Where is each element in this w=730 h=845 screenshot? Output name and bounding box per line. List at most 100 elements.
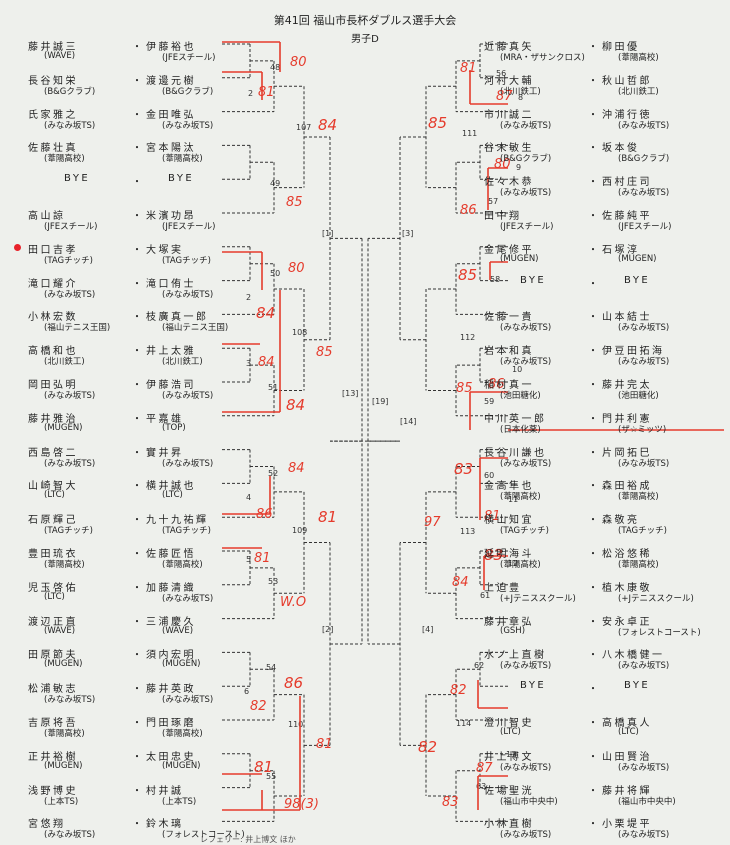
player-1-club: (福山市中央中) <box>500 795 558 807</box>
separator-dot: ・ <box>588 106 601 121</box>
player-1-club: (MRA・ザサンクロス) <box>500 51 585 63</box>
player-1-club: (日本化薬) <box>500 423 541 435</box>
separator-dot: ・ <box>132 173 145 188</box>
player-1-club: (みなみ坂TS) <box>44 828 95 840</box>
player-1-club: (葦陽高校) <box>44 727 85 739</box>
player-2-club: (MUGEN) <box>162 761 201 771</box>
left-entry: 豊田琉衣・佐藤匠悟(葦陽高校)(葦陽高校) <box>28 545 268 575</box>
player-1-club: (JFEスチール) <box>500 220 553 232</box>
player-2-club: (葦陽高校) <box>618 558 659 570</box>
player-1-name: BYE <box>520 275 546 286</box>
player-2-club: (福山市中央中) <box>618 795 676 807</box>
player-1-club: (みなみ坂TS) <box>500 119 551 131</box>
player-1-club: (MUGEN) <box>500 254 539 264</box>
player-1-club: (TAGチッチ) <box>44 254 93 266</box>
match-number: 111 <box>462 129 477 138</box>
player-2-club: (みなみ坂TS) <box>618 828 669 840</box>
player-1-club: (北川鉄工) <box>500 85 541 97</box>
left-entry: 山崎智大・横井誠也(LTC)(LTC) <box>28 477 268 507</box>
player-1-club: (福山テニス王国) <box>44 321 110 333</box>
match-number: 110 <box>288 720 303 729</box>
player-2-club: (みなみ坂TS) <box>618 761 669 773</box>
separator-dot: ・ <box>588 511 601 526</box>
match-number: 113 <box>460 527 475 536</box>
left-entry: 石原輝己・九十九祐輝(TAGチッチ)(TAGチッチ) <box>28 511 268 541</box>
separator-dot: ・ <box>588 815 601 830</box>
player-2-name: BYE <box>168 173 194 184</box>
player-1-club: (WAVE) <box>44 51 75 61</box>
right-entry: 中川英一郎・門井利憲(日本化薬)(ザ☆ミッツ) <box>484 410 724 440</box>
round-label: [1] <box>322 229 333 238</box>
handwritten-score: 83 <box>442 795 459 810</box>
player-1-name: BYE <box>520 680 546 691</box>
player-1-club: (みなみ坂TS) <box>500 828 551 840</box>
player-2-club: (B&Gクラブ) <box>618 152 669 164</box>
handwritten-score: 97 <box>424 515 441 530</box>
player-1-club: (葦陽高校) <box>44 558 85 570</box>
player-2-club: (葦陽高校) <box>162 152 203 164</box>
player-1-club: (JFEスチール) <box>44 220 97 232</box>
right-entry: 長谷川謙也・片岡拓巳(みなみ坂TS)(みなみ坂TS) <box>484 444 724 474</box>
player-2-club: (北川鉄工) <box>618 85 659 97</box>
player-2-club: (JFEスチール) <box>162 220 215 232</box>
left-entry: 松浦敏志・藤井英政(みなみ坂TS)(みなみ坂TS) <box>28 680 268 710</box>
separator-dot: ・ <box>132 815 145 830</box>
left-entry: 高山諒・米濱功昂(JFEスチール)(JFEスチール) <box>28 207 268 237</box>
player-2-club: (みなみ坂TS) <box>618 186 669 198</box>
right-entry: 岩本和真・伊豆田拓海(みなみ坂TS)(みなみ坂TS) <box>484 342 724 372</box>
right-entry: 田中翔・佐藤純平(JFEスチール)(JFEスチール) <box>484 207 724 237</box>
player-2-club: (みなみ坂TS) <box>618 659 669 671</box>
player-2-club: (北川鉄工) <box>162 355 203 367</box>
player-1-club: (+Jテニススクール) <box>500 592 576 604</box>
handwritten-score: 80 <box>290 55 307 70</box>
player-2-club: (池田糖化) <box>618 389 659 401</box>
round-label: [13] <box>342 389 358 398</box>
right-entry: BYE・BYE <box>484 680 724 710</box>
separator-dot: ・ <box>132 545 145 560</box>
handwritten-score: 83 <box>454 460 473 478</box>
player-1-club: (みなみ坂TS) <box>500 186 551 198</box>
handwritten-score: 81 <box>318 508 337 526</box>
separator-dot: ・ <box>588 376 601 391</box>
player-1-club: (みなみ坂TS) <box>500 321 551 333</box>
handwritten-score: 84 <box>452 575 469 590</box>
player-2-club: (みなみ坂TS) <box>162 119 213 131</box>
match-number: 107 <box>296 123 311 132</box>
left-entry: BYE・BYE <box>28 173 268 203</box>
separator-dot: ・ <box>132 680 145 695</box>
player-2-club: (TAGチッチ) <box>162 524 211 536</box>
player-2-club: (葦陽高校) <box>618 490 659 502</box>
separator-dot: ・ <box>588 410 601 425</box>
right-entry: 上迫豊・植木康敬(+Jテニススクール)(+Jテニススクール) <box>484 579 724 609</box>
right-entry: 市川誠二・沖浦行徳(みなみ坂TS)(みなみ坂TS) <box>484 106 724 136</box>
left-entry: 藤井雅治・平嘉雄(MUGEN)(TOP) <box>28 410 268 440</box>
left-entry: 田原節夫・須内宏明(MUGEN)(MUGEN) <box>28 646 268 676</box>
match-number: 62 <box>474 661 484 670</box>
player-2-club: (みなみ坂TS) <box>162 389 213 401</box>
handwritten-score: 82 <box>418 738 437 756</box>
separator-dot: ・ <box>132 579 145 594</box>
match-number: 112 <box>460 333 475 342</box>
right-entry: 河村大輔・秋山哲郎(北川鉄工)(北川鉄工) <box>484 72 724 102</box>
handwritten-score: 86 <box>460 203 477 218</box>
separator-dot: ・ <box>132 139 145 154</box>
right-entry: 佐場聖洸・藤井将輝(福山市中央中)(福山市中央中) <box>484 782 724 812</box>
match-number: 48 <box>270 63 280 72</box>
right-entry: 佐藤一貴・山本結士(みなみ坂TS)(みなみ坂TS) <box>484 308 724 338</box>
player-1-club: (みなみ坂TS) <box>44 457 95 469</box>
separator-dot: ・ <box>132 444 145 459</box>
left-entry: 岡田弘明・伊藤浩司(みなみ坂TS)(みなみ坂TS) <box>28 376 268 406</box>
separator-dot: ・ <box>588 241 601 256</box>
round-label: [2] <box>322 625 333 634</box>
player-1-club: (みなみ坂TS) <box>44 119 95 131</box>
right-entry: 金高隼也・森田裕成(葦陽高校)(葦陽高校) <box>484 477 724 507</box>
right-entry: 水ノ上直樹・八木橋健一(みなみ坂TS)(みなみ坂TS) <box>484 646 724 676</box>
separator-dot: ・ <box>588 139 601 154</box>
player-1-club: (みなみ坂TS) <box>500 355 551 367</box>
separator-dot: ・ <box>588 444 601 459</box>
right-entry: 近藤真矢・柳田優(MRA・ザサンクロス)(葦陽高校) <box>484 38 724 68</box>
handwritten-score: W.O <box>280 595 306 610</box>
player-2-club: (みなみ坂TS) <box>162 592 213 604</box>
right-entry: 井上博文・山田賢治(みなみ坂TS)(みなみ坂TS) <box>484 748 724 778</box>
player-2-club: (みなみ坂TS) <box>162 457 213 469</box>
